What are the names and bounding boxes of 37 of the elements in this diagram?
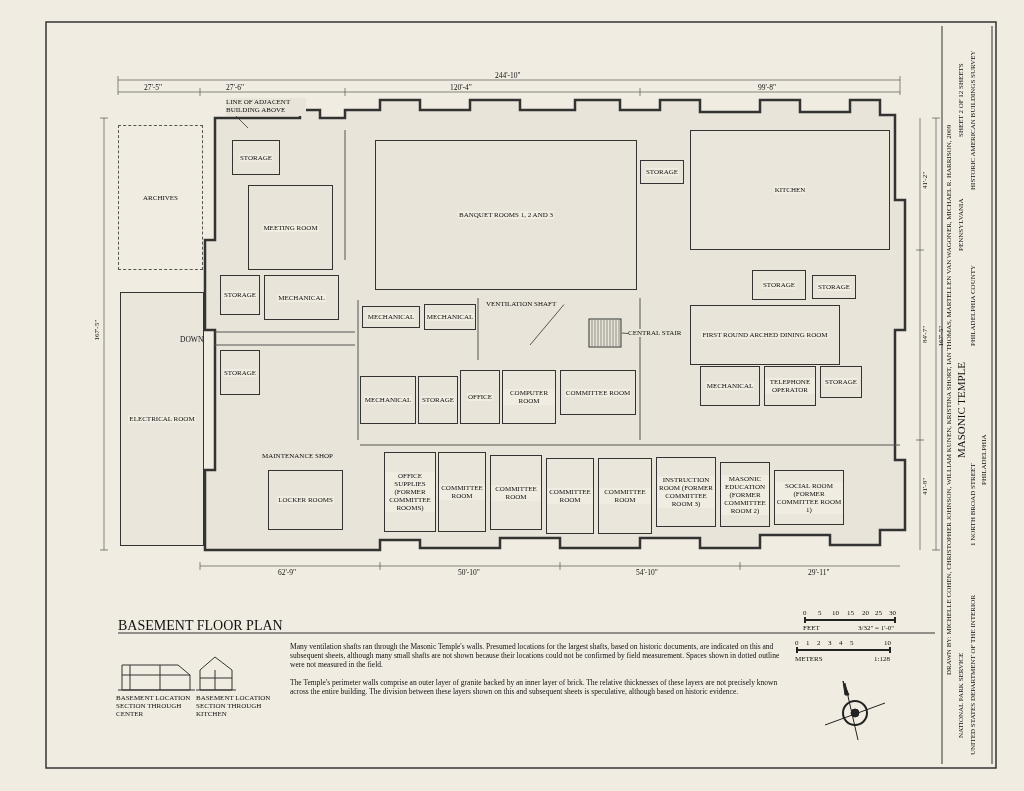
room bbox=[598, 458, 652, 534]
room bbox=[268, 470, 343, 530]
building-name: MASONIC TEMPLE bbox=[955, 360, 967, 461]
leader-line bbox=[621, 332, 629, 334]
room bbox=[752, 270, 806, 300]
room bbox=[220, 275, 260, 315]
room bbox=[248, 185, 333, 270]
room bbox=[120, 292, 204, 546]
room bbox=[690, 130, 890, 250]
room bbox=[264, 275, 339, 320]
room bbox=[812, 275, 856, 299]
room bbox=[118, 125, 203, 270]
room bbox=[220, 350, 260, 395]
room bbox=[560, 370, 636, 415]
room bbox=[424, 304, 476, 330]
room bbox=[438, 452, 486, 532]
leader-line bbox=[529, 304, 565, 346]
room bbox=[690, 305, 840, 365]
room bbox=[360, 376, 416, 424]
room bbox=[700, 366, 760, 406]
room bbox=[546, 458, 594, 534]
drawing-title: BASEMENT FLOOR PLAN bbox=[118, 618, 283, 633]
room bbox=[656, 457, 716, 527]
room bbox=[774, 470, 844, 525]
room bbox=[375, 140, 637, 290]
room bbox=[418, 376, 458, 424]
room bbox=[640, 160, 684, 184]
stair-drawing bbox=[588, 318, 622, 348]
room bbox=[384, 452, 436, 532]
room bbox=[820, 366, 862, 398]
room bbox=[502, 370, 556, 424]
room bbox=[232, 140, 280, 175]
room bbox=[490, 455, 542, 530]
room bbox=[764, 366, 816, 406]
room bbox=[362, 306, 420, 328]
room bbox=[460, 370, 500, 424]
room bbox=[720, 462, 770, 527]
